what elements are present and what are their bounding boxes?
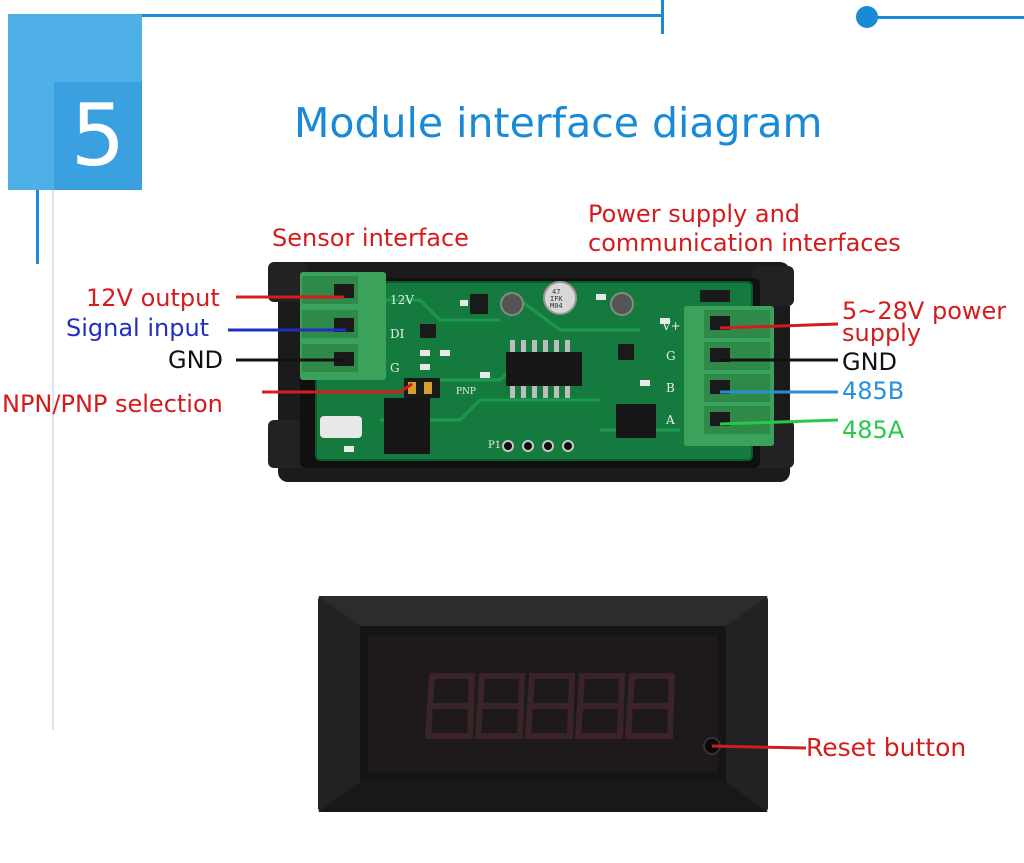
label-power-comm-1: Power supply and xyxy=(588,200,801,228)
pcb-components xyxy=(320,281,730,454)
cap-text-1: 47 xyxy=(552,288,560,296)
label-reset-button: Reset button xyxy=(806,733,967,762)
frame-dot xyxy=(856,6,878,28)
silk-a: A xyxy=(665,413,675,427)
frame-right-line xyxy=(866,16,1024,19)
cap-text-3: M04 xyxy=(550,302,563,310)
silk-g2: G xyxy=(666,349,676,363)
silk-12v: 12V xyxy=(390,293,414,307)
display-module xyxy=(318,596,807,812)
cap-text-2: IFK xyxy=(550,295,563,303)
label-485b: 485B xyxy=(842,377,905,405)
label-signal-input: Signal input xyxy=(66,314,210,342)
section-badge-inner xyxy=(54,82,142,190)
frame-top-line xyxy=(8,14,664,17)
label-5-28v-1: 5~28V power xyxy=(842,297,1007,325)
label-gnd-left: GND xyxy=(168,346,224,374)
silk-p1: P1 xyxy=(488,440,501,451)
frame-left-faint-line xyxy=(52,190,54,730)
silk-vplus: V+ xyxy=(661,319,681,333)
sensor-terminal-block xyxy=(300,272,386,380)
silk-b: B xyxy=(666,381,675,395)
frame-top-right-tick xyxy=(661,0,664,34)
seven-segment-digits xyxy=(424,673,676,739)
label-power-comm-2: communication interfaces xyxy=(588,229,901,257)
silk-di: DI xyxy=(390,327,405,341)
silk-g: G xyxy=(390,361,400,375)
label-5-28v-2: supply xyxy=(842,319,922,347)
label-npn-pnp: NPN/PNP selection xyxy=(2,390,223,418)
silk-pnp: PNP xyxy=(456,387,476,397)
label-sensor-interface: Sensor interface xyxy=(272,224,469,252)
page-title: Module interface diagram xyxy=(294,99,823,147)
power-terminal-block xyxy=(684,306,774,446)
section-number: 5 xyxy=(70,86,126,186)
label-485a: 485A xyxy=(842,416,905,444)
label-12v-output: 12V output xyxy=(86,284,220,312)
label-gnd-right: GND xyxy=(842,348,898,376)
